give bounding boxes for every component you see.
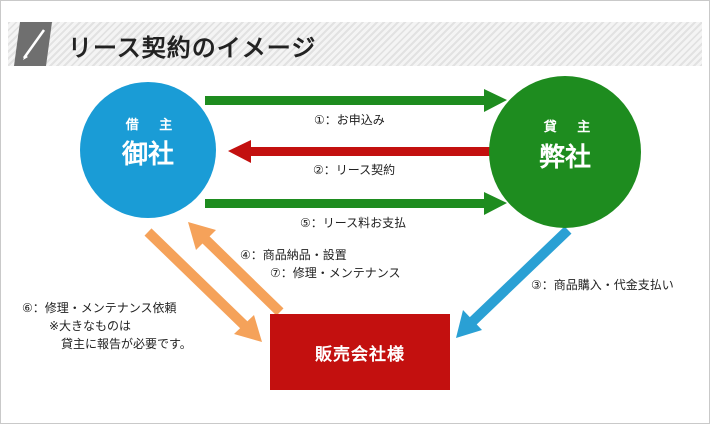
lessee-role: 借 主 bbox=[125, 118, 181, 133]
label-apply: ①：お申込み bbox=[314, 113, 385, 127]
arrow-delivery bbox=[188, 222, 284, 316]
sales-company-name: 販売会社様 bbox=[315, 344, 405, 365]
arrow-repair-request bbox=[144, 228, 262, 342]
label-note-1: ※大きなものは bbox=[49, 319, 132, 333]
label-maintenance: ⑦：修理・メンテナンス bbox=[270, 266, 401, 280]
lessor-role: 貸 主 bbox=[543, 120, 599, 135]
sales-company-box: 販売会社様 bbox=[270, 314, 450, 390]
pen-icon bbox=[14, 22, 52, 66]
arrow-purchase bbox=[456, 226, 572, 338]
arrow-payment bbox=[205, 192, 507, 215]
lessor-name: 弊社 bbox=[538, 143, 591, 173]
label-contract: ②：リース契約 bbox=[313, 163, 396, 177]
lessee-name: 御社 bbox=[121, 140, 174, 170]
label-payment: ⑤：リース料お支払 bbox=[300, 216, 407, 230]
arrow-contract bbox=[228, 140, 490, 163]
title-bar bbox=[8, 22, 702, 66]
arrow-apply bbox=[205, 89, 507, 112]
label-delivery: ④：商品納品・設置 bbox=[240, 248, 347, 262]
lessor-circle bbox=[489, 76, 641, 228]
lessee-circle bbox=[80, 82, 216, 218]
label-note-2: 貸主に報告が必要です。 bbox=[61, 337, 192, 351]
label-purchase: ③：商品購入・代金支払い bbox=[531, 278, 674, 292]
label-repair-request: ⑥：修理・メンテナンス依頼 bbox=[22, 301, 177, 315]
page-title: リース契約のイメージ bbox=[68, 34, 317, 62]
